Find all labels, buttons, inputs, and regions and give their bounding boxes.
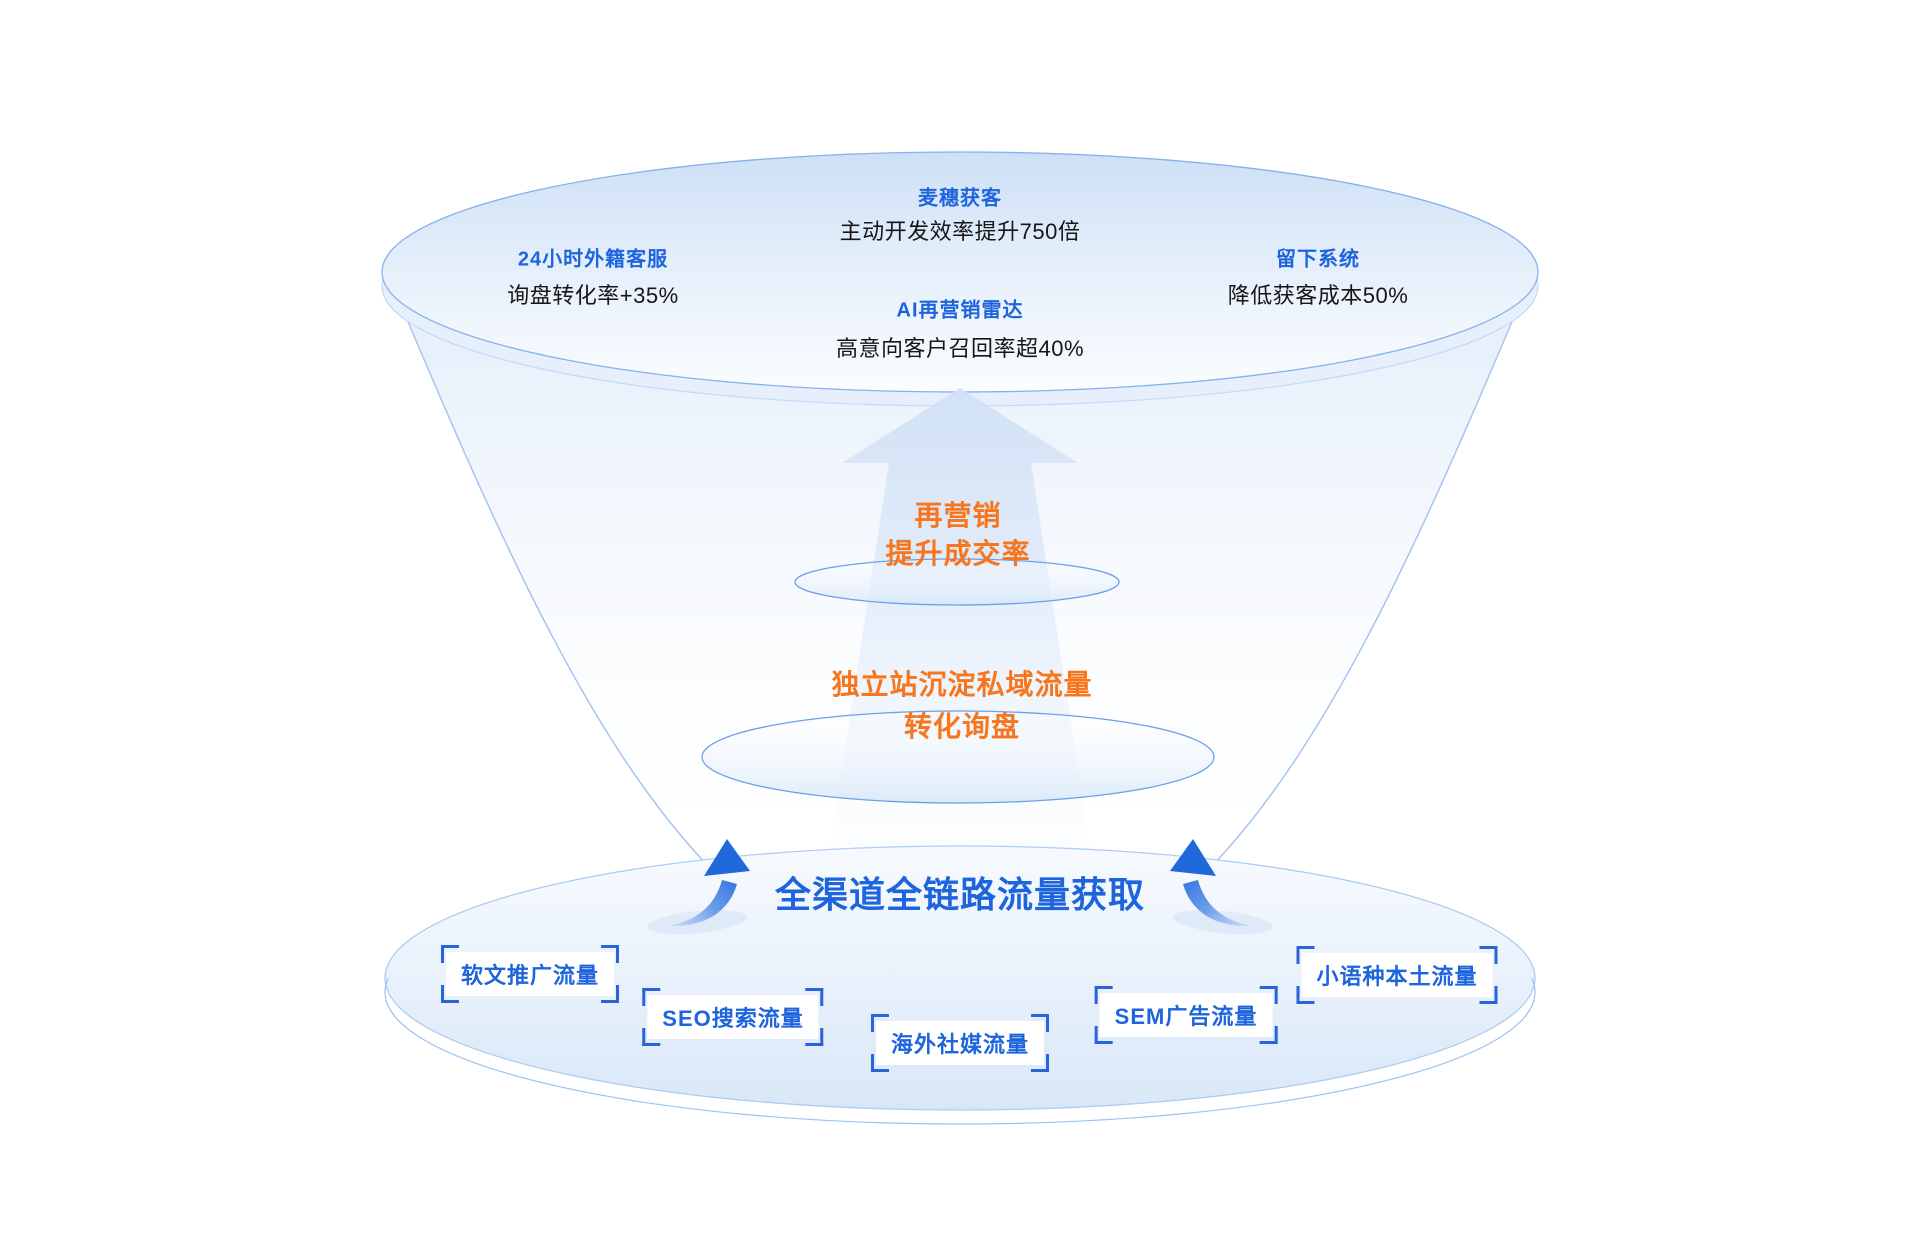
bottom-title: 全渠道全链路流量获取 [774, 874, 1146, 915]
stage-site-line2: 转化询盘 [903, 711, 1021, 742]
tag-label: 小语种本土流量 [1301, 953, 1493, 997]
bottom-dish-outer-rim [384, 978, 1536, 1125]
corner-bracket-icon [805, 988, 824, 1006]
tag-label: 海外社媒流量 [875, 1021, 1045, 1065]
corner-bracket-icon [1296, 986, 1315, 1004]
bottom-dish [384, 845, 1536, 1111]
stage-remarketing-label: 再营销 提升成交率 [885, 497, 1030, 573]
up-arrow-beam [825, 388, 1095, 878]
corner-bracket-icon [1296, 946, 1315, 964]
ring-site [701, 710, 1215, 804]
stage-remarketing-line1: 再营销 [914, 500, 1002, 531]
corner-bracket-icon [440, 985, 459, 1003]
tag-soft-article-traffic: 软文推广流量 [440, 945, 620, 1003]
corner-bracket-icon [870, 1054, 889, 1072]
ring-remarketing [794, 558, 1120, 606]
corner-bracket-icon [601, 945, 620, 963]
product-liuxia-desc: 降低获客成本50% [1227, 283, 1409, 308]
corner-bracket-icon [642, 988, 661, 1006]
stage-remarketing-line2: 提升成交率 [885, 538, 1031, 569]
tag-sem-traffic: SEM广告流量 [1094, 986, 1278, 1044]
corner-bracket-icon [440, 945, 459, 963]
left-swoosh-arrow [647, 839, 750, 935]
tag-label: SEO搜索流量 [647, 995, 819, 1039]
corner-bracket-icon [1094, 986, 1113, 1004]
corner-bracket-icon [1031, 1014, 1050, 1032]
corner-bracket-icon [601, 985, 620, 1003]
corner-bracket-icon [1259, 986, 1278, 1004]
tag-label: SEM广告流量 [1099, 993, 1273, 1037]
tag-seo-traffic: SEO搜索流量 [642, 988, 824, 1046]
corner-bracket-icon [1259, 1026, 1278, 1044]
product-ai-radar-desc: 高意向客户召回率超40% [835, 336, 1085, 361]
corner-bracket-icon [1094, 1026, 1113, 1044]
corner-bracket-icon [1479, 946, 1498, 964]
corner-bracket-icon [805, 1028, 824, 1046]
right-swoosh-arrow [1170, 839, 1273, 935]
product-maisui-desc: 主动开发效率提升750倍 [839, 219, 1081, 244]
funnel-left-edge [397, 297, 709, 867]
tag-social-media-traffic: 海外社媒流量 [870, 1014, 1050, 1072]
stage-site-line1: 独立站沉淀私域流量 [831, 669, 1093, 700]
product-service-title: 24小时外籍客服 [517, 248, 669, 271]
product-ai-radar-title: AI再营销雷达 [896, 299, 1024, 322]
corner-bracket-icon [1031, 1054, 1050, 1072]
product-liuxia-title: 留下系统 [1276, 248, 1360, 271]
corner-bracket-icon [642, 1028, 661, 1046]
tag-local-language-traffic: 小语种本土流量 [1296, 946, 1498, 1004]
corner-bracket-icon [1479, 986, 1498, 1004]
product-maisui-title: 麦穗获客 [918, 187, 1002, 210]
product-service-desc: 询盘转化率+35% [507, 283, 679, 308]
funnel-right-edge [1211, 297, 1523, 867]
corner-bracket-icon [870, 1014, 889, 1032]
tag-label: 软文推广流量 [445, 952, 615, 996]
stage-site-label: 独立站沉淀私域流量 转化询盘 [831, 664, 1092, 748]
